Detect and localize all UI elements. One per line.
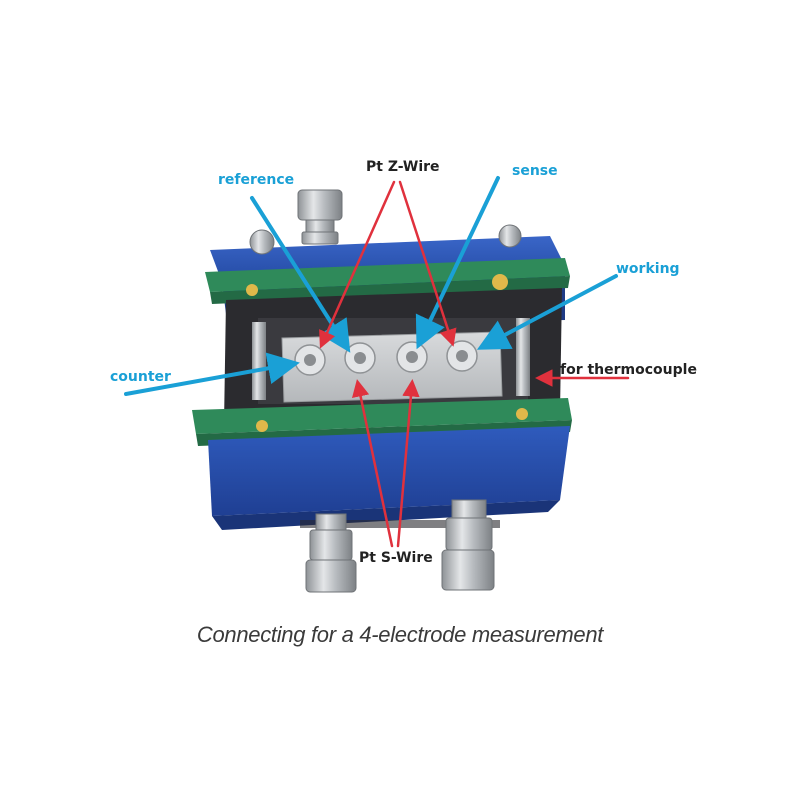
counter-arrow xyxy=(124,352,300,396)
pt-z-wire-arrow-left xyxy=(319,180,396,349)
figure-caption: Connecting for a 4-electrode measurement xyxy=(196,622,604,647)
ceramic-block xyxy=(281,331,503,403)
working-arrow xyxy=(476,274,618,350)
blue-arrows xyxy=(124,176,618,396)
pt-s-wire-label: Pt S-Wire xyxy=(359,550,433,566)
bottom-fittings xyxy=(305,499,495,593)
bottom-blue-block xyxy=(208,426,570,530)
sense-label: sense xyxy=(512,163,558,179)
red-arrows xyxy=(319,180,630,548)
reference-label: reference xyxy=(218,172,295,188)
sense-arrow xyxy=(415,176,500,350)
for-thermocouple-label: for thermocouple xyxy=(560,362,697,378)
pt-s-wire-arrow-right xyxy=(396,379,420,548)
pt-s-wire-arrow-left xyxy=(352,379,394,548)
pt-z-wire-label: Pt Z-Wire xyxy=(366,159,440,175)
working-label: working xyxy=(616,261,680,277)
pt-z-wire-arrow-right xyxy=(398,180,457,347)
threaded-rods xyxy=(252,318,530,400)
top-fitting xyxy=(297,189,343,245)
counter-label: counter xyxy=(110,369,171,385)
reference-arrow xyxy=(250,196,351,353)
upper-pcb xyxy=(205,258,570,304)
